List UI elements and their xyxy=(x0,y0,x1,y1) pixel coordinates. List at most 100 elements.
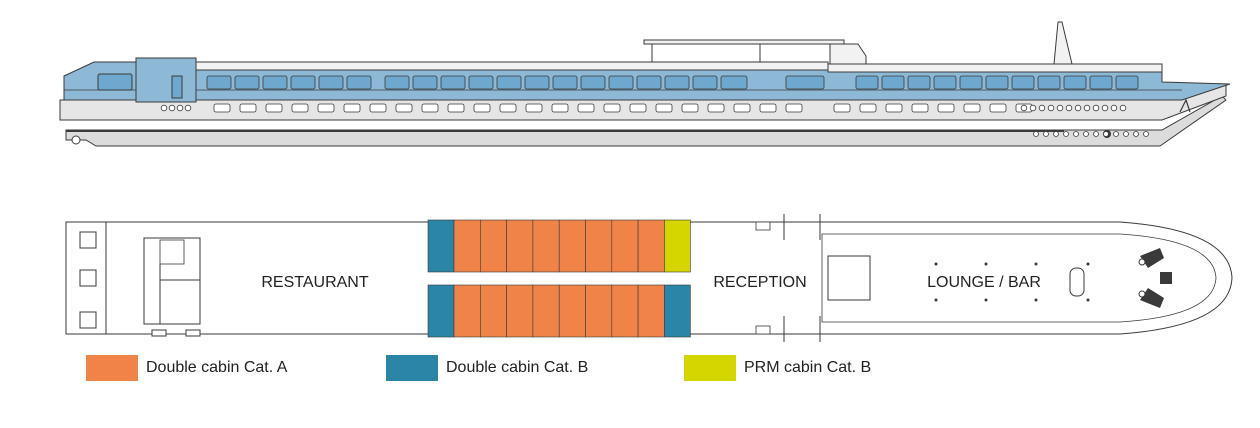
mast xyxy=(1053,21,1073,65)
porthole xyxy=(785,103,803,113)
cabin-cat-a xyxy=(585,219,613,273)
porthole xyxy=(629,103,647,113)
galley xyxy=(143,237,201,325)
cabin-cat-a xyxy=(479,219,507,273)
door xyxy=(185,329,201,337)
main-deck-band xyxy=(195,61,829,71)
window xyxy=(1063,75,1087,90)
window xyxy=(552,75,578,90)
porthole xyxy=(1123,131,1129,137)
porthole xyxy=(395,103,413,113)
cabin-cat-a xyxy=(532,284,560,338)
porthole xyxy=(176,104,184,112)
porthole xyxy=(1063,131,1069,137)
porthole xyxy=(1083,131,1089,137)
cabin-cat-a xyxy=(558,284,586,338)
window xyxy=(262,75,288,90)
sun-deck-canopy xyxy=(643,39,845,45)
porthole xyxy=(603,103,621,113)
porthole xyxy=(681,103,699,113)
porthole xyxy=(184,104,192,112)
porthole xyxy=(1073,131,1079,137)
wheelhouse xyxy=(135,57,197,103)
porthole xyxy=(1053,131,1059,137)
porthole xyxy=(1092,104,1100,112)
bar-counter xyxy=(1069,267,1085,297)
legend-swatch-cat-b xyxy=(386,355,438,381)
window-row-lower xyxy=(160,103,1149,137)
porthole xyxy=(1103,131,1109,137)
window xyxy=(608,75,634,90)
cabin-cat-a xyxy=(558,219,586,273)
porthole xyxy=(1043,131,1049,137)
window xyxy=(1089,75,1113,90)
porthole xyxy=(525,103,543,113)
porthole xyxy=(343,103,361,113)
wheelhouse-window xyxy=(97,73,133,91)
stairs-bottom xyxy=(755,325,771,335)
legend-swatch-prm xyxy=(684,355,736,381)
porthole xyxy=(473,103,491,113)
window xyxy=(290,75,316,90)
stairs-top xyxy=(755,221,771,231)
porthole xyxy=(213,103,231,113)
porthole xyxy=(1101,104,1109,112)
deck-plan: RESTAURANT RECEPTION LOUNGE / BAR xyxy=(65,214,1233,342)
legend-label-prm: PRM cabin Cat. B xyxy=(744,359,872,376)
porthole xyxy=(239,103,257,113)
porthole xyxy=(499,103,517,113)
porthole xyxy=(733,103,751,113)
sun-deck-shelter xyxy=(829,43,867,65)
stern-hatch xyxy=(79,269,97,287)
porthole xyxy=(937,103,955,113)
window xyxy=(692,75,718,90)
porthole xyxy=(759,103,777,113)
cabin-cat-a xyxy=(453,219,481,273)
porthole xyxy=(859,103,877,113)
porthole xyxy=(1033,131,1039,137)
cabin-cat-a xyxy=(453,284,481,338)
deck-outline xyxy=(65,221,1233,335)
porthole xyxy=(265,103,283,113)
legend-item-cat-b: Double cabin Cat. B xyxy=(386,355,588,381)
window xyxy=(1011,75,1035,90)
porthole xyxy=(369,103,387,113)
forward-deck-band xyxy=(827,63,1163,73)
porthole xyxy=(707,103,725,113)
room-label-restaurant: RESTAURANT xyxy=(261,274,368,291)
porthole xyxy=(1038,104,1046,112)
cabin-cat-a xyxy=(506,219,534,273)
window xyxy=(785,75,825,90)
porthole xyxy=(551,103,569,113)
porthole xyxy=(1083,104,1091,112)
propeller-icon xyxy=(71,135,81,145)
cabin-cat-a xyxy=(611,219,639,273)
window xyxy=(412,75,438,90)
room-label-lounge-bar: LOUNGE / BAR xyxy=(927,274,1041,291)
window xyxy=(346,75,372,90)
cabin-cat-a xyxy=(611,284,639,338)
atrium xyxy=(827,255,871,301)
porthole xyxy=(833,103,851,113)
stern-hatch xyxy=(79,231,97,249)
window xyxy=(959,75,983,90)
window xyxy=(234,75,260,90)
porthole xyxy=(1110,104,1118,112)
cabin-cat-b xyxy=(427,219,455,273)
porthole xyxy=(1020,104,1028,112)
bow-winch-icon xyxy=(1160,272,1172,284)
window xyxy=(664,75,690,90)
legend-item-prm: PRM cabin Cat. B xyxy=(684,355,871,381)
bow-seat xyxy=(1138,258,1146,266)
window xyxy=(1115,75,1139,90)
cabin-block xyxy=(427,219,691,338)
porthole xyxy=(1119,104,1127,112)
porthole xyxy=(885,103,903,113)
porthole xyxy=(160,104,168,112)
stern-hatch xyxy=(79,311,97,329)
porthole xyxy=(421,103,439,113)
porthole xyxy=(1074,104,1082,112)
window xyxy=(855,75,879,90)
porthole xyxy=(1143,131,1149,137)
